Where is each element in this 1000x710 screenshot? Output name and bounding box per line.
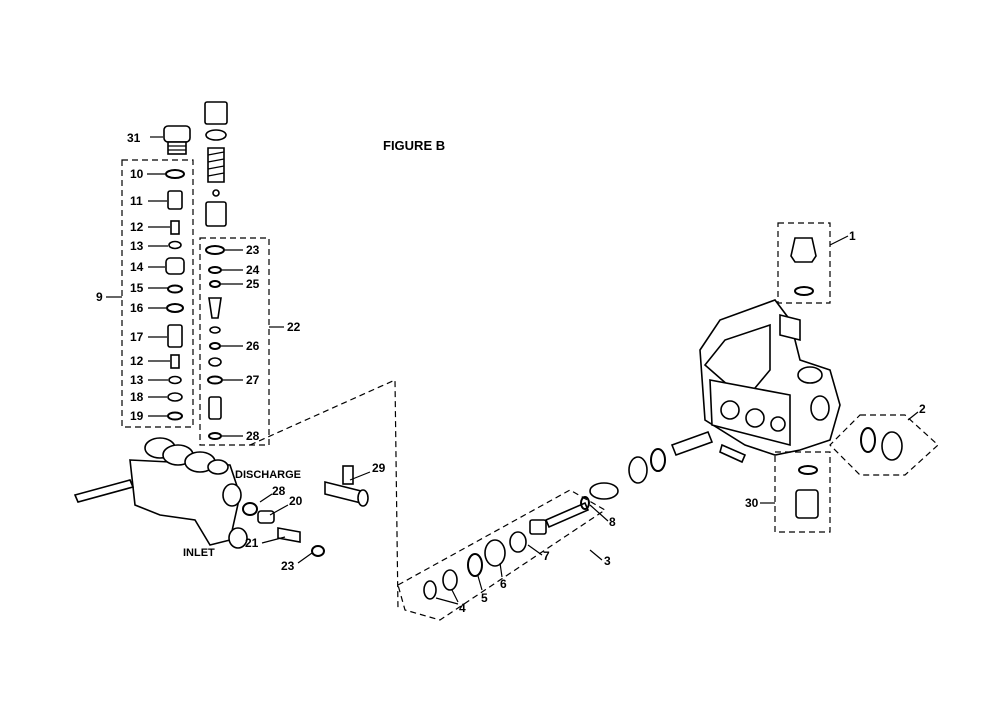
part-13-valve — [168, 240, 182, 250]
group-9-box — [121, 159, 194, 428]
plunger-parts — [423, 430, 747, 600]
callout-16: 16 — [130, 301, 144, 315]
part-20-fitting — [257, 510, 275, 524]
callout-23a: 23 — [246, 243, 260, 257]
part-25-ring — [209, 280, 221, 288]
part-26-ring — [209, 342, 221, 350]
part-29-tee — [324, 465, 369, 507]
callout-21: 21 — [245, 536, 259, 550]
callout-13b: 13 — [130, 373, 144, 387]
callout-10: 10 — [130, 167, 144, 181]
unloader-body — [205, 201, 227, 227]
callout-27: 27 — [246, 373, 260, 387]
part-30-plug — [795, 489, 819, 519]
callout-25: 25 — [246, 277, 260, 291]
callout-23b: 23 — [281, 559, 295, 573]
callout-8: 8 — [609, 515, 616, 529]
leader-lines — [106, 136, 919, 605]
callout-13a: 13 — [130, 239, 144, 253]
unloader-cap — [204, 101, 228, 125]
callout-19: 19 — [130, 409, 144, 423]
part-12b-spring — [170, 354, 180, 369]
callout-24: 24 — [246, 263, 260, 277]
group-30-box — [774, 451, 831, 533]
part-31-plug — [163, 125, 191, 155]
callout-3: 3 — [604, 554, 611, 568]
callout-numbers: 31 10 11 12 13 14 15 16 17 12 13 18 19 9… — [96, 131, 926, 615]
callout-12a: 12 — [130, 220, 144, 234]
group-3-box — [397, 489, 607, 621]
part-1-plug — [790, 237, 817, 263]
figure-title: FIGURE B — [383, 138, 445, 153]
unloader-nut — [205, 129, 227, 141]
callout-15: 15 — [130, 281, 144, 295]
part-12-spring — [170, 220, 180, 235]
callout-31: 31 — [127, 131, 141, 145]
part-23b-oring — [311, 545, 325, 557]
callout-2: 2 — [919, 402, 926, 416]
callout-28b: 28 — [272, 484, 286, 498]
part-28-ring — [208, 432, 222, 440]
part-28b-oring — [242, 502, 258, 516]
part-24-ring — [208, 266, 222, 274]
assembly-guide — [249, 379, 399, 611]
part-21-nipple — [277, 527, 301, 543]
inlet-label: INLET — [183, 547, 215, 559]
check-valve-group — [121, 125, 194, 428]
callout-12b: 12 — [130, 354, 144, 368]
manifold — [73, 437, 248, 549]
callout-17: 17 — [130, 330, 144, 344]
part-23-oring — [205, 245, 225, 255]
part-15-oring — [167, 284, 183, 294]
callout-30: 30 — [745, 496, 759, 510]
callout-29: 29 — [372, 461, 386, 475]
part-17-cage — [167, 324, 183, 348]
callout-20: 20 — [289, 494, 303, 508]
part-19-oring — [167, 411, 183, 421]
callout-6: 6 — [500, 577, 507, 591]
callout-22: 22 — [287, 320, 301, 334]
part-13b-valve — [168, 375, 182, 385]
callout-7: 7 — [543, 549, 550, 563]
part-2-plug — [881, 431, 903, 461]
pump-head — [699, 299, 841, 456]
part-11-cage — [167, 190, 183, 210]
callout-11: 11 — [130, 194, 143, 208]
part-14-seat — [165, 257, 185, 275]
callout-14: 14 — [130, 260, 144, 274]
part-18-seat — [167, 392, 183, 402]
part-10-oring — [165, 169, 185, 179]
part-27-oring — [207, 375, 223, 385]
callout-9: 9 — [96, 290, 103, 304]
discharge-label: DISCHARGE — [235, 469, 301, 481]
unloader-piston — [208, 297, 222, 319]
group-22-box — [199, 237, 270, 446]
group-2-box — [829, 414, 939, 476]
group-1-box — [777, 222, 831, 304]
manifold-bolt — [73, 479, 135, 503]
unloader-group — [199, 101, 270, 446]
callout-1: 1 — [849, 229, 856, 243]
callout-18: 18 — [130, 390, 144, 404]
callout-5: 5 — [481, 591, 488, 605]
callout-4: 4 — [459, 601, 466, 615]
callout-26: 26 — [246, 339, 260, 353]
callout-28a: 28 — [246, 429, 260, 443]
part-16-oring — [166, 303, 184, 313]
